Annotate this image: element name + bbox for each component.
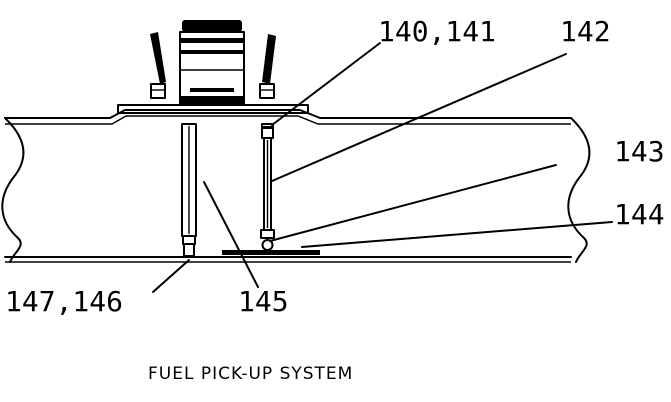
leader-142 bbox=[271, 53, 567, 182]
right-hose-fitting bbox=[259, 83, 275, 99]
tank-upper-wall-inner bbox=[5, 115, 571, 125]
callout-142: 142 bbox=[560, 15, 611, 48]
pickup-tube bbox=[260, 123, 275, 251]
leader-140-141 bbox=[271, 42, 381, 126]
callout-140-141: 140,141 bbox=[378, 15, 496, 48]
leader-145 bbox=[203, 181, 259, 288]
callout-145: 145 bbox=[238, 285, 289, 318]
filter-pad bbox=[222, 250, 320, 255]
left-break-line bbox=[1, 117, 25, 263]
leader-143 bbox=[269, 164, 557, 242]
left-sender-tube bbox=[181, 123, 197, 257]
callout-144: 144 bbox=[614, 198, 665, 231]
left-hose-fitting bbox=[150, 83, 166, 99]
right-break-line bbox=[567, 117, 591, 263]
leader-lines bbox=[152, 42, 613, 293]
callout-147-146: 147,146 bbox=[5, 285, 123, 318]
sender-canister bbox=[179, 20, 245, 105]
callout-143: 143 bbox=[614, 135, 665, 168]
tank-upper-wall bbox=[4, 109, 572, 119]
right-hose bbox=[262, 34, 276, 84]
leader-147-146 bbox=[152, 259, 190, 293]
left-hose bbox=[150, 32, 166, 84]
diagram-caption: FUEL PICK-UP SYSTEM bbox=[148, 364, 353, 384]
leader-144 bbox=[301, 221, 613, 248]
